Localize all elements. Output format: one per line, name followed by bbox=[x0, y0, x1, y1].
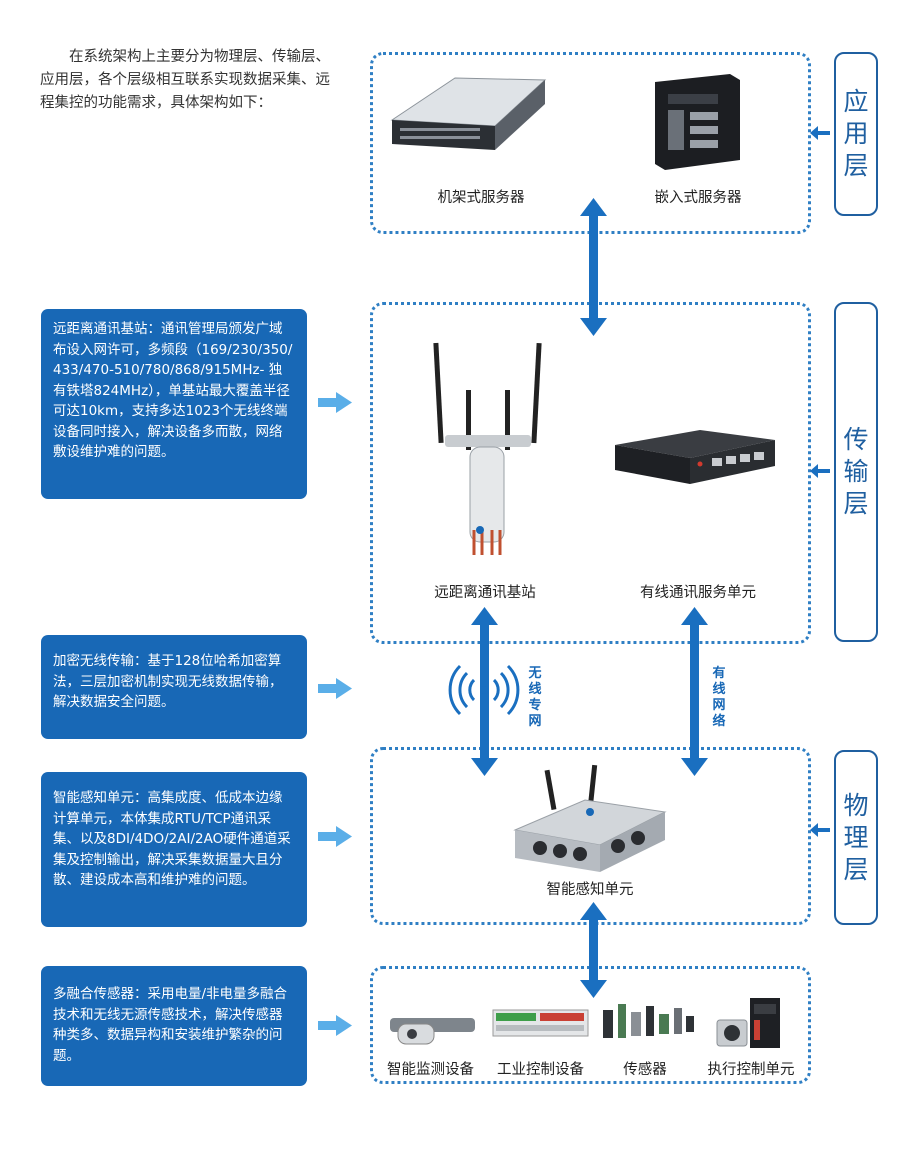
base-station-caption: 远距离通讯基站 bbox=[434, 585, 536, 601]
embedded-server-icon bbox=[655, 74, 740, 170]
smart-unit-info-box: 智能感知单元：高集成度、低成本边缘计算单元，本体集成RTU/TCP通讯采集、以及… bbox=[41, 772, 307, 927]
transport-layer-label: 传输层 bbox=[843, 425, 869, 518]
physical-layer-label: 物理层 bbox=[843, 790, 869, 884]
sensor-caption: 传感器 bbox=[623, 1062, 667, 1078]
arrow-physical-sensors bbox=[580, 902, 607, 998]
wired-link-label: 有线网络 bbox=[712, 666, 726, 729]
actuator-icon bbox=[716, 998, 780, 1048]
encryption-info-box: 加密无线传输：基于128位哈希加密算法，三层加密机制实现无线数据传输，解决数据安… bbox=[41, 635, 307, 739]
sensor-fusion-info-box: 多融合传感器：采用电量/非电量多融合技术和无线无源传感技术，解决传感器种类多、数… bbox=[41, 966, 307, 1086]
wireless-signal-icon bbox=[448, 664, 520, 716]
wireless-link-label: 无线专网 bbox=[528, 666, 542, 729]
base-station-info-box: 远距离通讯基站：通讯管理局颁发广域布设入网许可，多频段（169/230/350/… bbox=[41, 309, 307, 499]
info-arrow-2 bbox=[318, 678, 352, 699]
arrow-app-transport bbox=[580, 198, 607, 336]
tag-arrow-transport bbox=[810, 464, 830, 478]
physical-layer-tag: 物理层 bbox=[834, 750, 878, 925]
smart-unit-caption: 智能感知单元 bbox=[546, 882, 634, 898]
industrial-control-caption: 工业控制设备 bbox=[497, 1062, 584, 1078]
application-layer-tag: 应用层 bbox=[834, 52, 878, 216]
actuator-caption: 执行控制单元 bbox=[707, 1062, 795, 1078]
info-arrow-3 bbox=[318, 826, 352, 847]
monitor-device-icon bbox=[390, 1018, 475, 1045]
wired-unit-icon bbox=[615, 430, 775, 484]
sensor-icon bbox=[603, 1004, 694, 1038]
tag-arrow-application bbox=[810, 126, 830, 140]
industrial-control-icon bbox=[492, 1009, 589, 1037]
rack-server-caption: 机架式服务器 bbox=[437, 190, 525, 206]
intro-text: 在系统架构上主要分为物理层、传输层、应用层，各个层级相互联系实现数据采集、远程集… bbox=[40, 49, 330, 111]
wired-unit-caption: 有线通讯服务单元 bbox=[640, 585, 756, 601]
smart-unit-icon bbox=[513, 764, 667, 872]
rack-server-icon bbox=[390, 77, 547, 150]
base-station-icon bbox=[433, 342, 542, 555]
embedded-server-caption: 嵌入式服务器 bbox=[654, 190, 742, 206]
info-arrow-1 bbox=[318, 392, 352, 413]
arrow-wired bbox=[681, 607, 708, 776]
monitor-device-caption: 智能监测设备 bbox=[387, 1062, 474, 1078]
transport-layer-tag: 传输层 bbox=[834, 302, 878, 642]
tag-arrow-physical bbox=[810, 823, 830, 837]
application-layer-label: 应用层 bbox=[843, 87, 869, 180]
info-arrow-4 bbox=[318, 1015, 352, 1036]
